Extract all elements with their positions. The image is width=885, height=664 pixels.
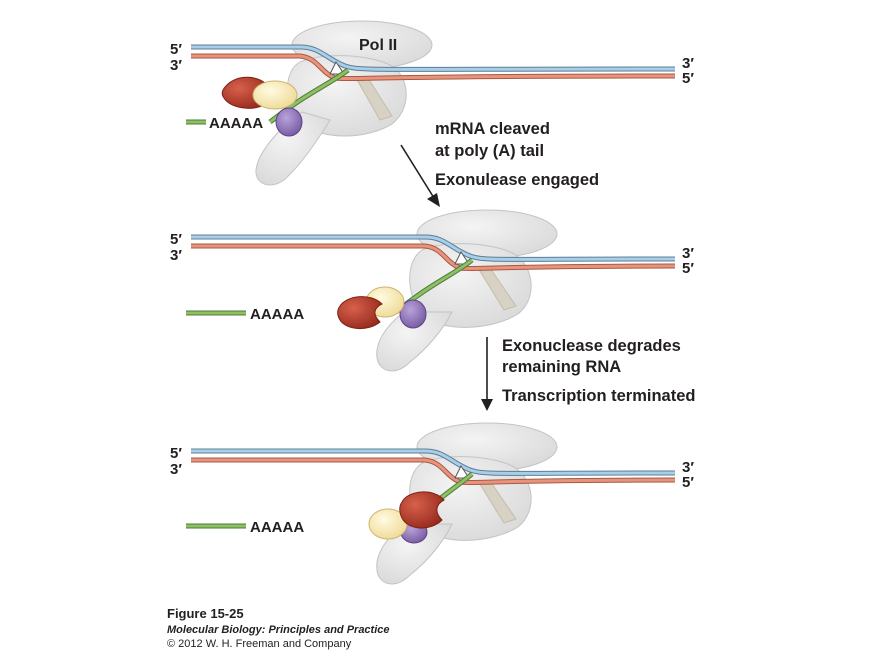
step-2-line-2: remaining RNA <box>502 358 621 376</box>
step-1-line-1: mRNA cleaved <box>435 120 550 138</box>
label-5prime-left: 5′ <box>170 445 182 462</box>
step-2-line-1: Exonuclease degrades <box>502 337 681 355</box>
panel-3: 5′ 3′ 3′ 5′ AAAAA <box>170 422 694 585</box>
exonuclease <box>399 491 445 529</box>
dna-template-strand <box>191 44 676 72</box>
label-5prime-right: 5′ <box>682 70 694 87</box>
copyright: © 2012 W. H. Freeman and Company <box>167 638 352 650</box>
arrow-step-1 <box>400 144 440 207</box>
pol-ii-label: Pol II <box>359 37 397 54</box>
bubble-fork <box>454 251 470 265</box>
yellow-factor <box>252 80 298 110</box>
dna-coding-strand <box>191 457 676 486</box>
label-3prime-right: 3′ <box>682 459 694 476</box>
label-3prime-left: 3′ <box>170 247 182 264</box>
step-1-line-3: Exonulease engaged <box>435 171 599 189</box>
label-5prime-left: 5′ <box>170 41 182 58</box>
dna-template-strand <box>191 448 676 476</box>
dna-template-strand <box>191 234 676 262</box>
purple-factor <box>399 299 427 329</box>
panel-1: Pol II 5′ 3′ 3′ 5′ AAAAA <box>170 20 694 186</box>
bubble-fork <box>454 465 470 479</box>
panel-2: 5′ 3′ 3′ 5′ AAAAA <box>170 209 694 372</box>
label-3prime-left: 3′ <box>170 461 182 478</box>
bubble-fork <box>329 61 345 75</box>
label-5prime-right: 5′ <box>682 474 694 491</box>
dna-coding-strand <box>191 243 676 272</box>
exonuclease <box>337 296 383 329</box>
arrow-step-2 <box>481 337 493 411</box>
dna-coding-strand <box>191 53 676 82</box>
poly-a-label: AAAAA <box>209 115 263 132</box>
figure-number: Figure 15-25 <box>167 606 244 621</box>
label-3prime-left: 3′ <box>170 57 182 74</box>
book-title: Molecular Biology: Principles and Practi… <box>167 624 390 636</box>
label-5prime-left: 5′ <box>170 231 182 248</box>
step-2-line-3: Transcription terminated <box>502 387 695 405</box>
purple-factor <box>275 107 303 137</box>
poly-a-label: AAAAA <box>250 519 304 536</box>
label-3prime-right: 3′ <box>682 245 694 262</box>
label-5prime-right: 5′ <box>682 260 694 277</box>
step-1-line-2: at poly (A) tail <box>435 142 544 160</box>
label-3prime-right: 3′ <box>682 55 694 72</box>
poly-a-label: AAAAA <box>250 306 304 323</box>
